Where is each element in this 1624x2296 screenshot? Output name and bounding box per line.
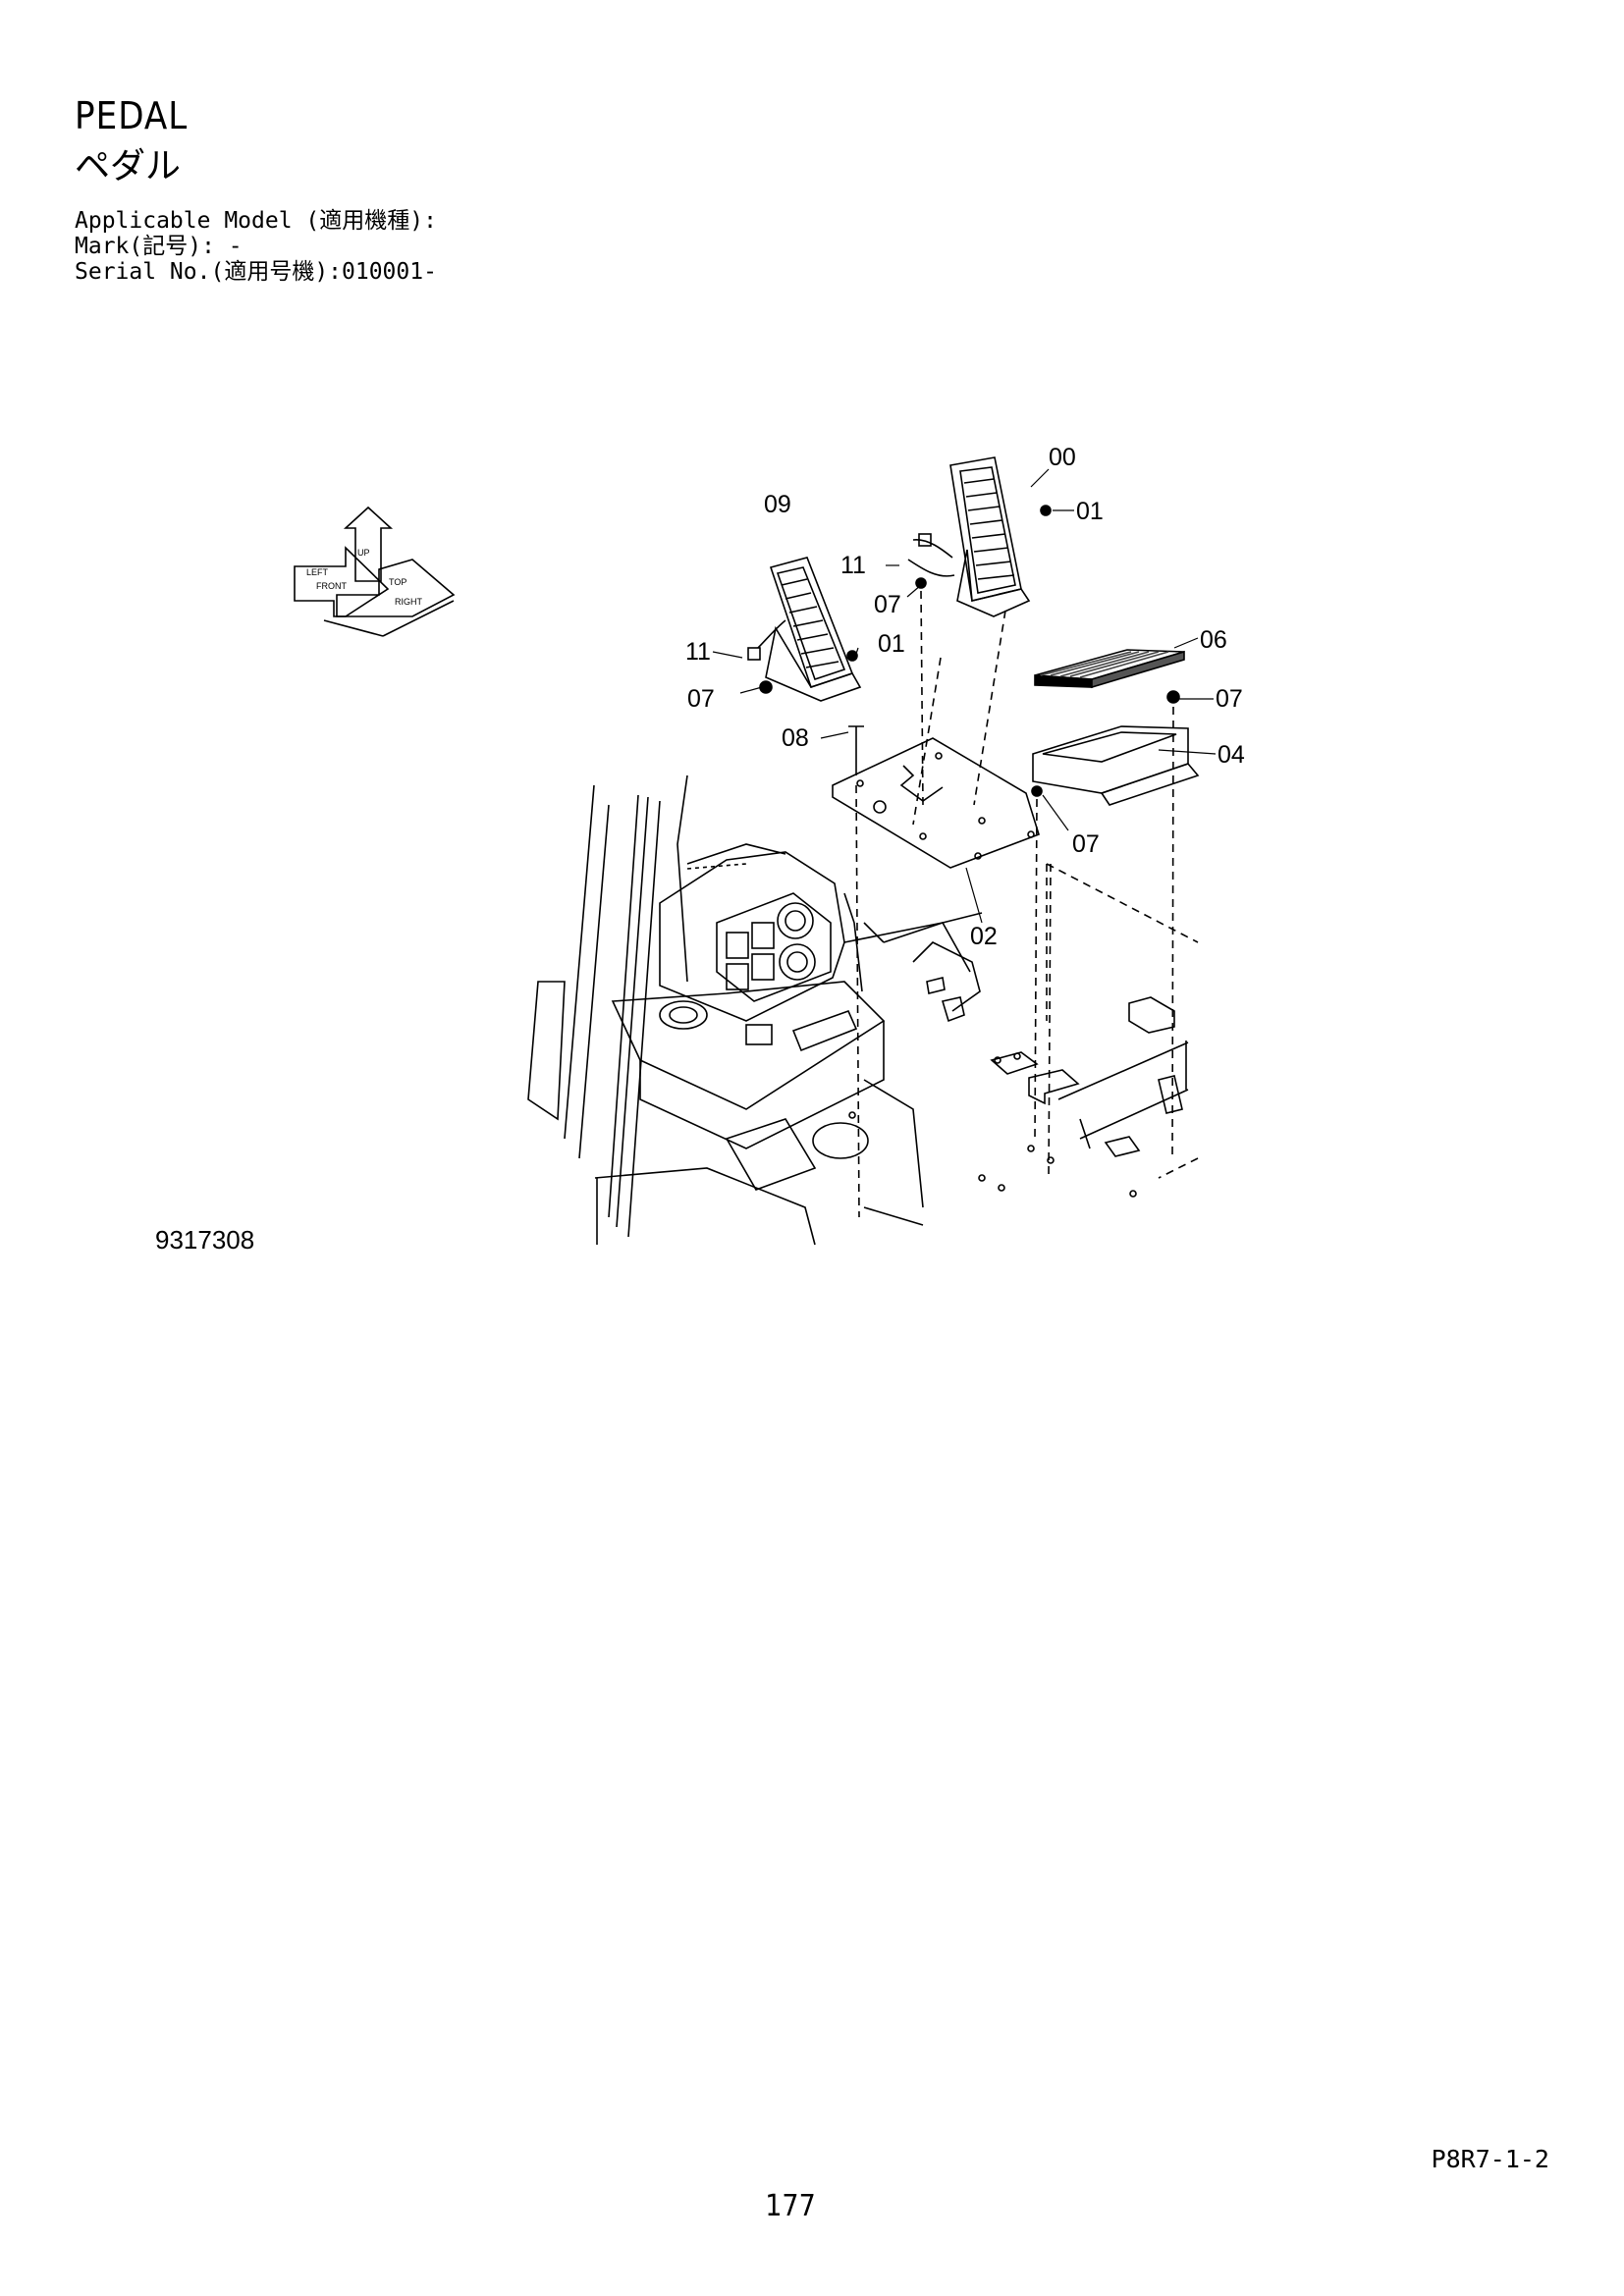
page-title-japanese: ペダル (75, 146, 182, 187)
callout-01-left: 01 (878, 630, 905, 658)
serial-number-label: Serial No.(適用号機):010001- (75, 259, 437, 285)
callout-07-upper: 07 (874, 591, 901, 618)
callout-07-bottom: 07 (1072, 830, 1100, 858)
floor-mat (1034, 649, 1185, 689)
page-number: 177 (765, 2189, 816, 2223)
callout-11-upper: 11 (840, 552, 866, 579)
indicator-left-text: LEFT (306, 567, 329, 577)
indicator-top-text: TOP (389, 577, 406, 587)
page-title: PEDAL (75, 94, 189, 137)
direction-indicator-icon: FRONT RIGHT LEFT UP TOP (294, 506, 456, 637)
floor-outline (1046, 863, 1199, 1179)
left-pedal (747, 557, 862, 702)
indicator-up-text: UP (357, 548, 370, 558)
indicator-right-text: RIGHT (395, 597, 423, 607)
floor-brackets (848, 996, 1189, 1198)
callout-00: 00 (1049, 444, 1076, 471)
callout-07-left: 07 (687, 685, 715, 713)
applicable-model-label: Applicable Model (適用機種): (75, 208, 437, 234)
callout-07-right: 07 (1216, 685, 1243, 713)
right-accelerator-pedal (907, 456, 1031, 617)
bolts (759, 505, 1180, 797)
callout-02: 02 (970, 923, 998, 950)
assembly-lines (855, 590, 1174, 1218)
figure-number: 9317308 (155, 1225, 255, 1255)
callout-04: 04 (1218, 741, 1245, 769)
indicator-front-text: FRONT (316, 581, 347, 591)
callout-11-lower: 11 (685, 638, 711, 666)
callout-09: 09 (764, 491, 791, 518)
callout-leaders (712, 468, 1217, 924)
callout-06: 06 (1200, 626, 1227, 654)
callout-08: 08 (782, 724, 809, 752)
mark-label: Mark(記号): - (75, 234, 243, 259)
mat-frame (1032, 725, 1200, 806)
pedal-base-plate (832, 737, 1040, 869)
cab-frame (527, 774, 983, 1246)
page-reference: P8R7-1-2 (1431, 2145, 1549, 2173)
operator-console (611, 843, 924, 1208)
callout-01-right: 01 (1076, 498, 1104, 525)
